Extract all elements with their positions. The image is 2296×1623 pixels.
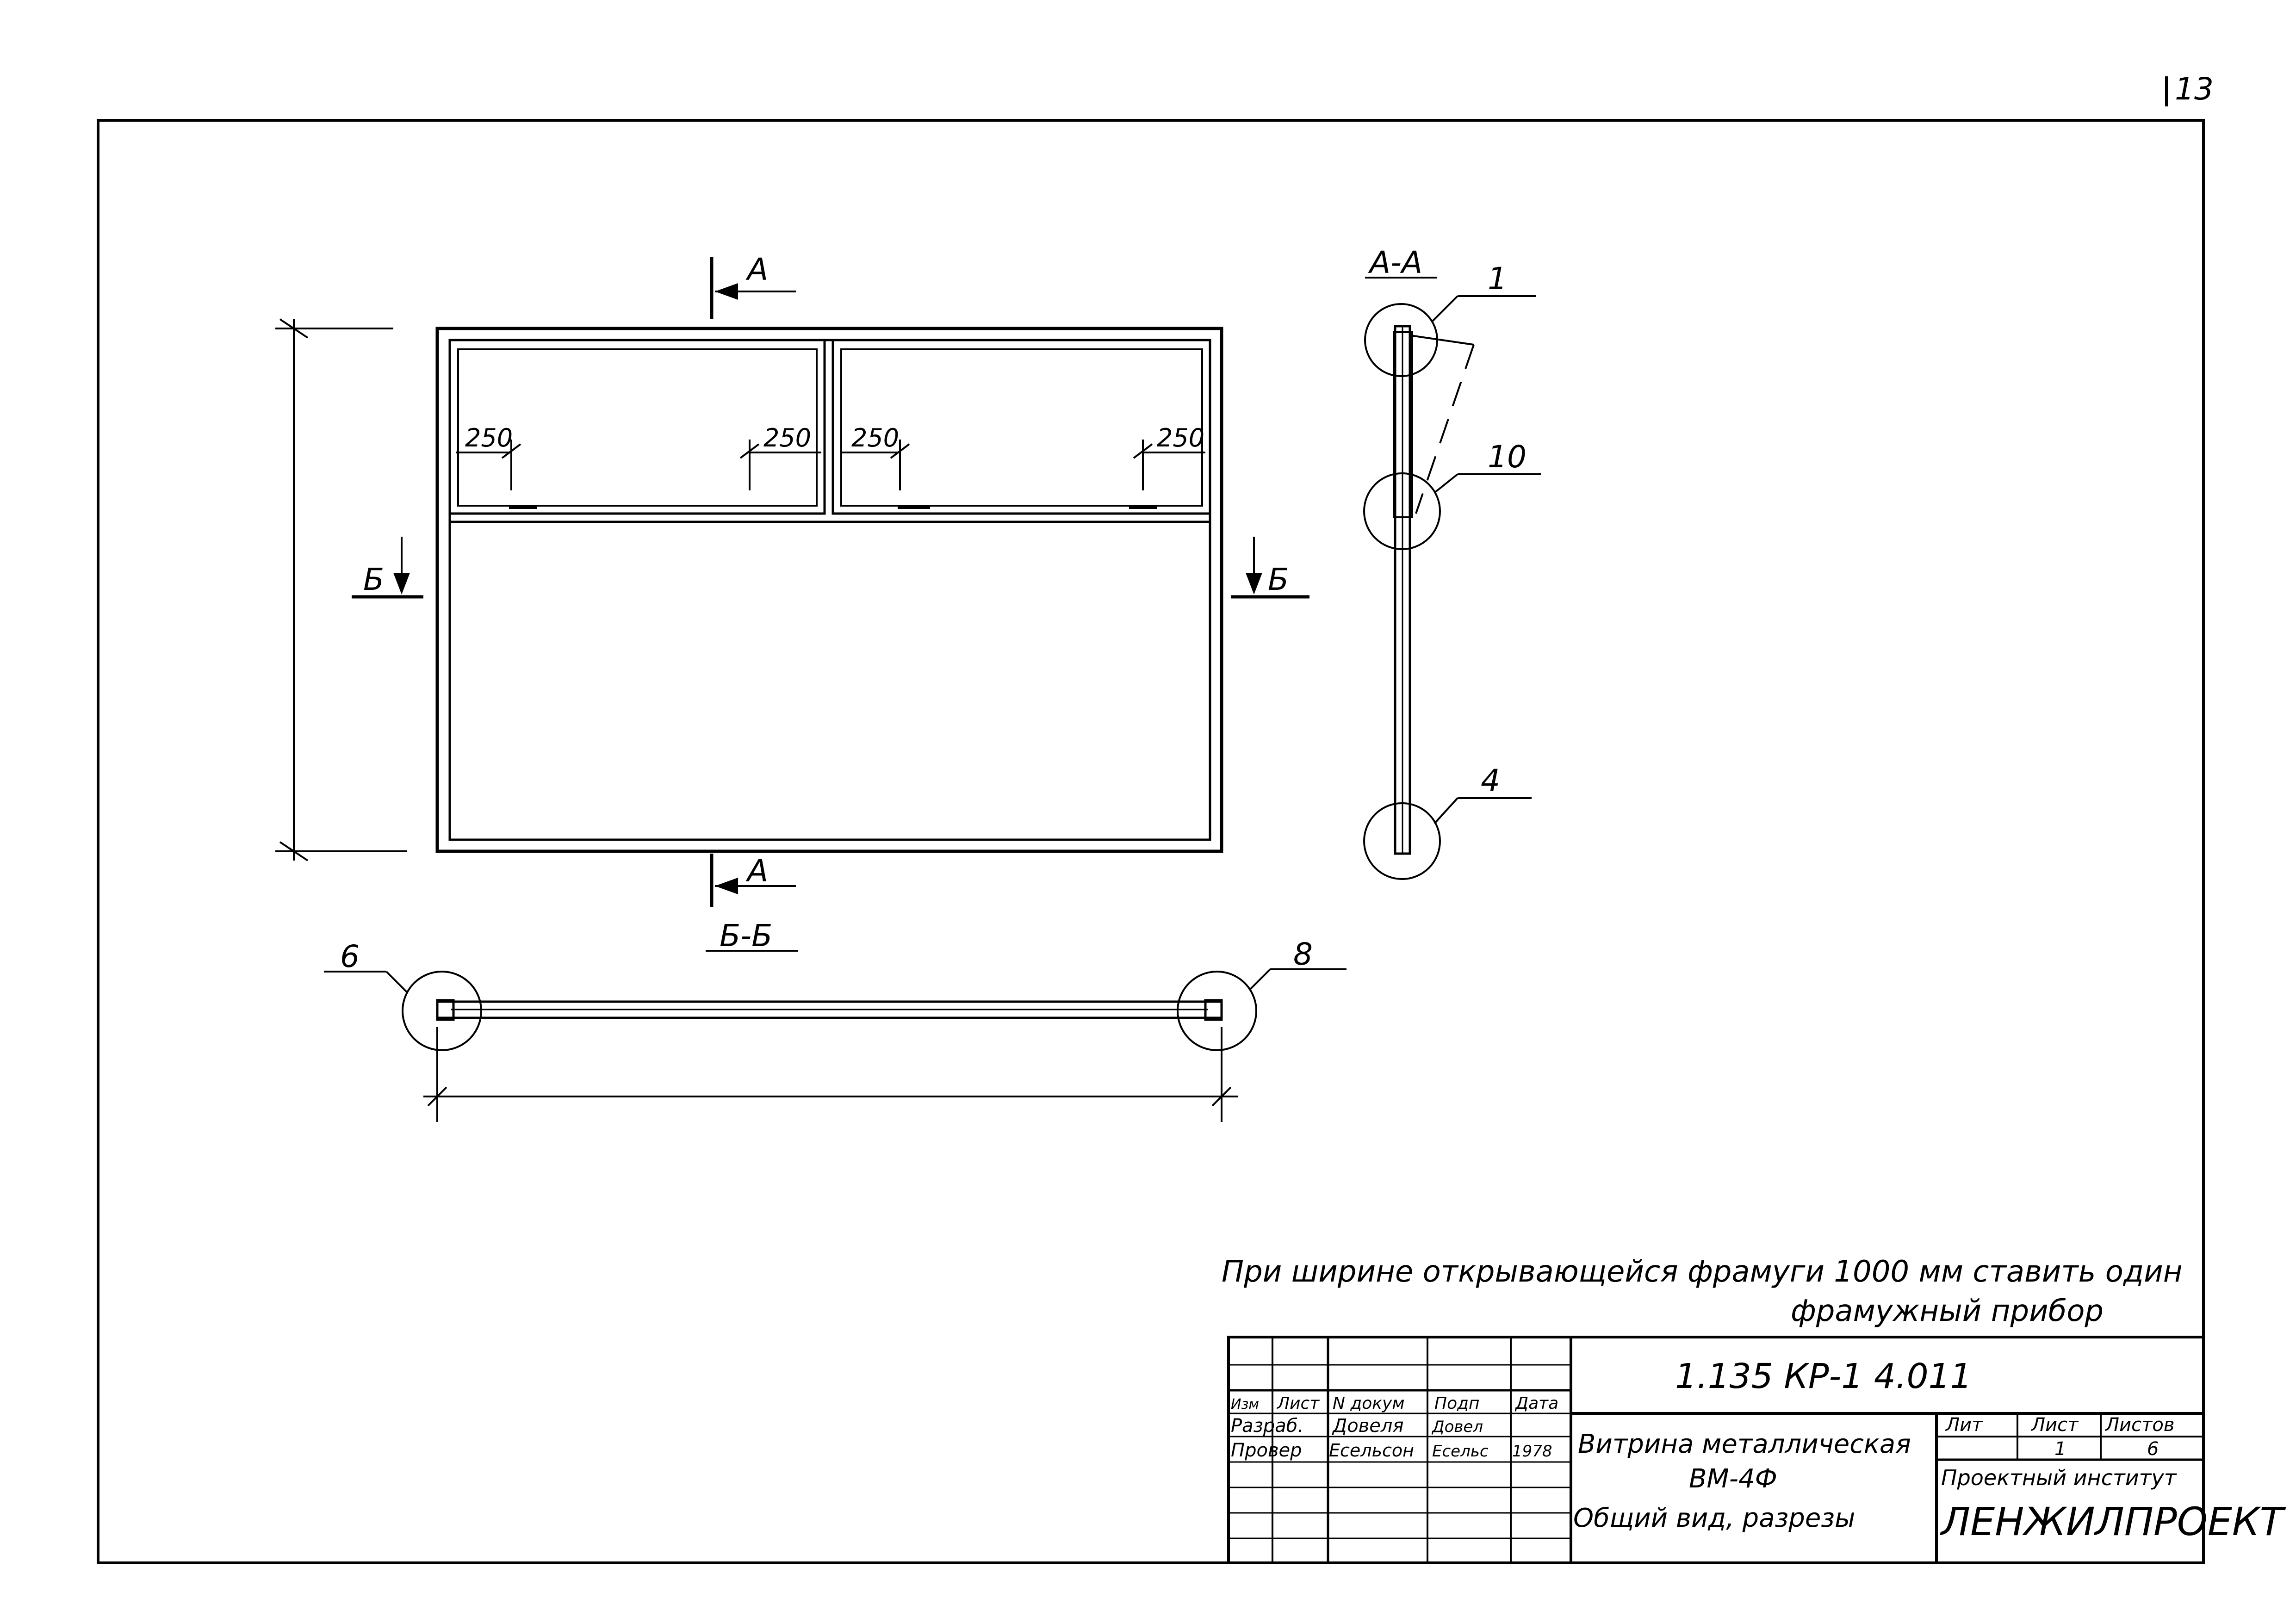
dimension-250-2: 250 [739, 423, 821, 490]
svg-text:А: А [745, 252, 768, 287]
col-header-ndokum: N докум [1333, 1394, 1405, 1413]
drawing-title-2: ВМ-4Ф [1689, 1464, 1777, 1494]
dimension-250-4: 250 [1133, 423, 1205, 490]
callout-10: 10 [1488, 439, 1527, 475]
callout-circle-4 [1363, 802, 1441, 880]
document-code: 1.135 КР-1 4.011 [1675, 1357, 1972, 1396]
callout-circle-10 [1363, 472, 1441, 550]
sheets-value: 6 [2147, 1438, 2159, 1460]
section-bb-title: Б-Б [720, 918, 772, 954]
row-checker-signature: Есельс [1432, 1442, 1489, 1461]
title-block: Изм Лист N докум Подп Дата Разраб. Довел… [1227, 1336, 2286, 1564]
svg-text:250: 250 [763, 423, 811, 452]
section-a-bottom-marker: А [710, 853, 796, 907]
callout-circle-6 [402, 971, 482, 1051]
note-line-1: При ширине открывающейся фрамуги 1000 мм… [1222, 1255, 2183, 1289]
dimension-250-1: 250 [456, 423, 521, 490]
col-header-list: Лист [1276, 1394, 1320, 1413]
row-developer-role: Разраб. [1231, 1415, 1303, 1437]
note: При ширине открывающейся фрамуги 1000 мм… [1222, 1255, 2183, 1328]
callout-8: 8 [1293, 936, 1313, 972]
lit-label: Лит [1945, 1414, 1983, 1436]
row-checker-date: 1978 [1512, 1442, 1552, 1461]
transom-left [448, 339, 826, 515]
sheet-frame: 13 [97, 71, 2214, 1564]
sheet-value: 1 [2054, 1438, 2066, 1460]
svg-text:Б: Б [363, 562, 384, 597]
front-view: 250 250 250 250 [275, 252, 1309, 907]
row-checker-role: Провер [1231, 1440, 1302, 1461]
callout-6: 6 [340, 939, 360, 974]
svg-text:А: А [745, 853, 768, 889]
institute-label: Проектный институт [1941, 1465, 2177, 1490]
row-checker-name: Есельсон [1329, 1440, 1414, 1461]
drawing-title-3: Общий вид, разрезы [1573, 1503, 1855, 1533]
svg-text:Б: Б [1268, 562, 1289, 597]
transom-right [832, 339, 1211, 515]
callout-4: 4 [1481, 763, 1500, 799]
lower-glazing [448, 520, 1211, 841]
sheets-label: Листов [2104, 1414, 2174, 1436]
row-developer-name: Довеля [1332, 1415, 1404, 1437]
row-developer-signature: Довел [1431, 1418, 1483, 1436]
svg-text:250: 250 [851, 423, 899, 452]
col-header-data: Дата [1514, 1394, 1558, 1413]
section-b-left-marker: Б [352, 537, 423, 599]
col-header-izm: Изм [1231, 1396, 1259, 1412]
svg-text:250: 250 [1157, 423, 1204, 452]
callout-1: 1 [1488, 261, 1507, 297]
sheet-label: Лист [2030, 1414, 2079, 1436]
section-bb: Б-Б 6 8 [324, 918, 1347, 1122]
section-a-top-marker: А [710, 252, 796, 319]
height-dimension [275, 318, 407, 861]
section-b-right-marker: Б [1231, 537, 1309, 599]
dimension-250-3: 250 [840, 423, 910, 490]
institute-name: ЛЕНЖИЛПРОЕКТ [1940, 1499, 2286, 1544]
sheet-number: 13 [2175, 71, 2214, 107]
col-header-podp: Подп [1434, 1394, 1480, 1413]
svg-text:250: 250 [465, 423, 513, 452]
callout-circle-1 [1364, 303, 1438, 377]
section-aa-title: А-А [1368, 245, 1422, 280]
note-line-2: фрамужный прибор [1791, 1294, 2104, 1328]
callout-circle-8 [1177, 971, 1257, 1051]
drawing-title-1: Витрина металлическая [1578, 1429, 1911, 1459]
section-aa: А-А 1 10 4 [1363, 245, 1541, 880]
